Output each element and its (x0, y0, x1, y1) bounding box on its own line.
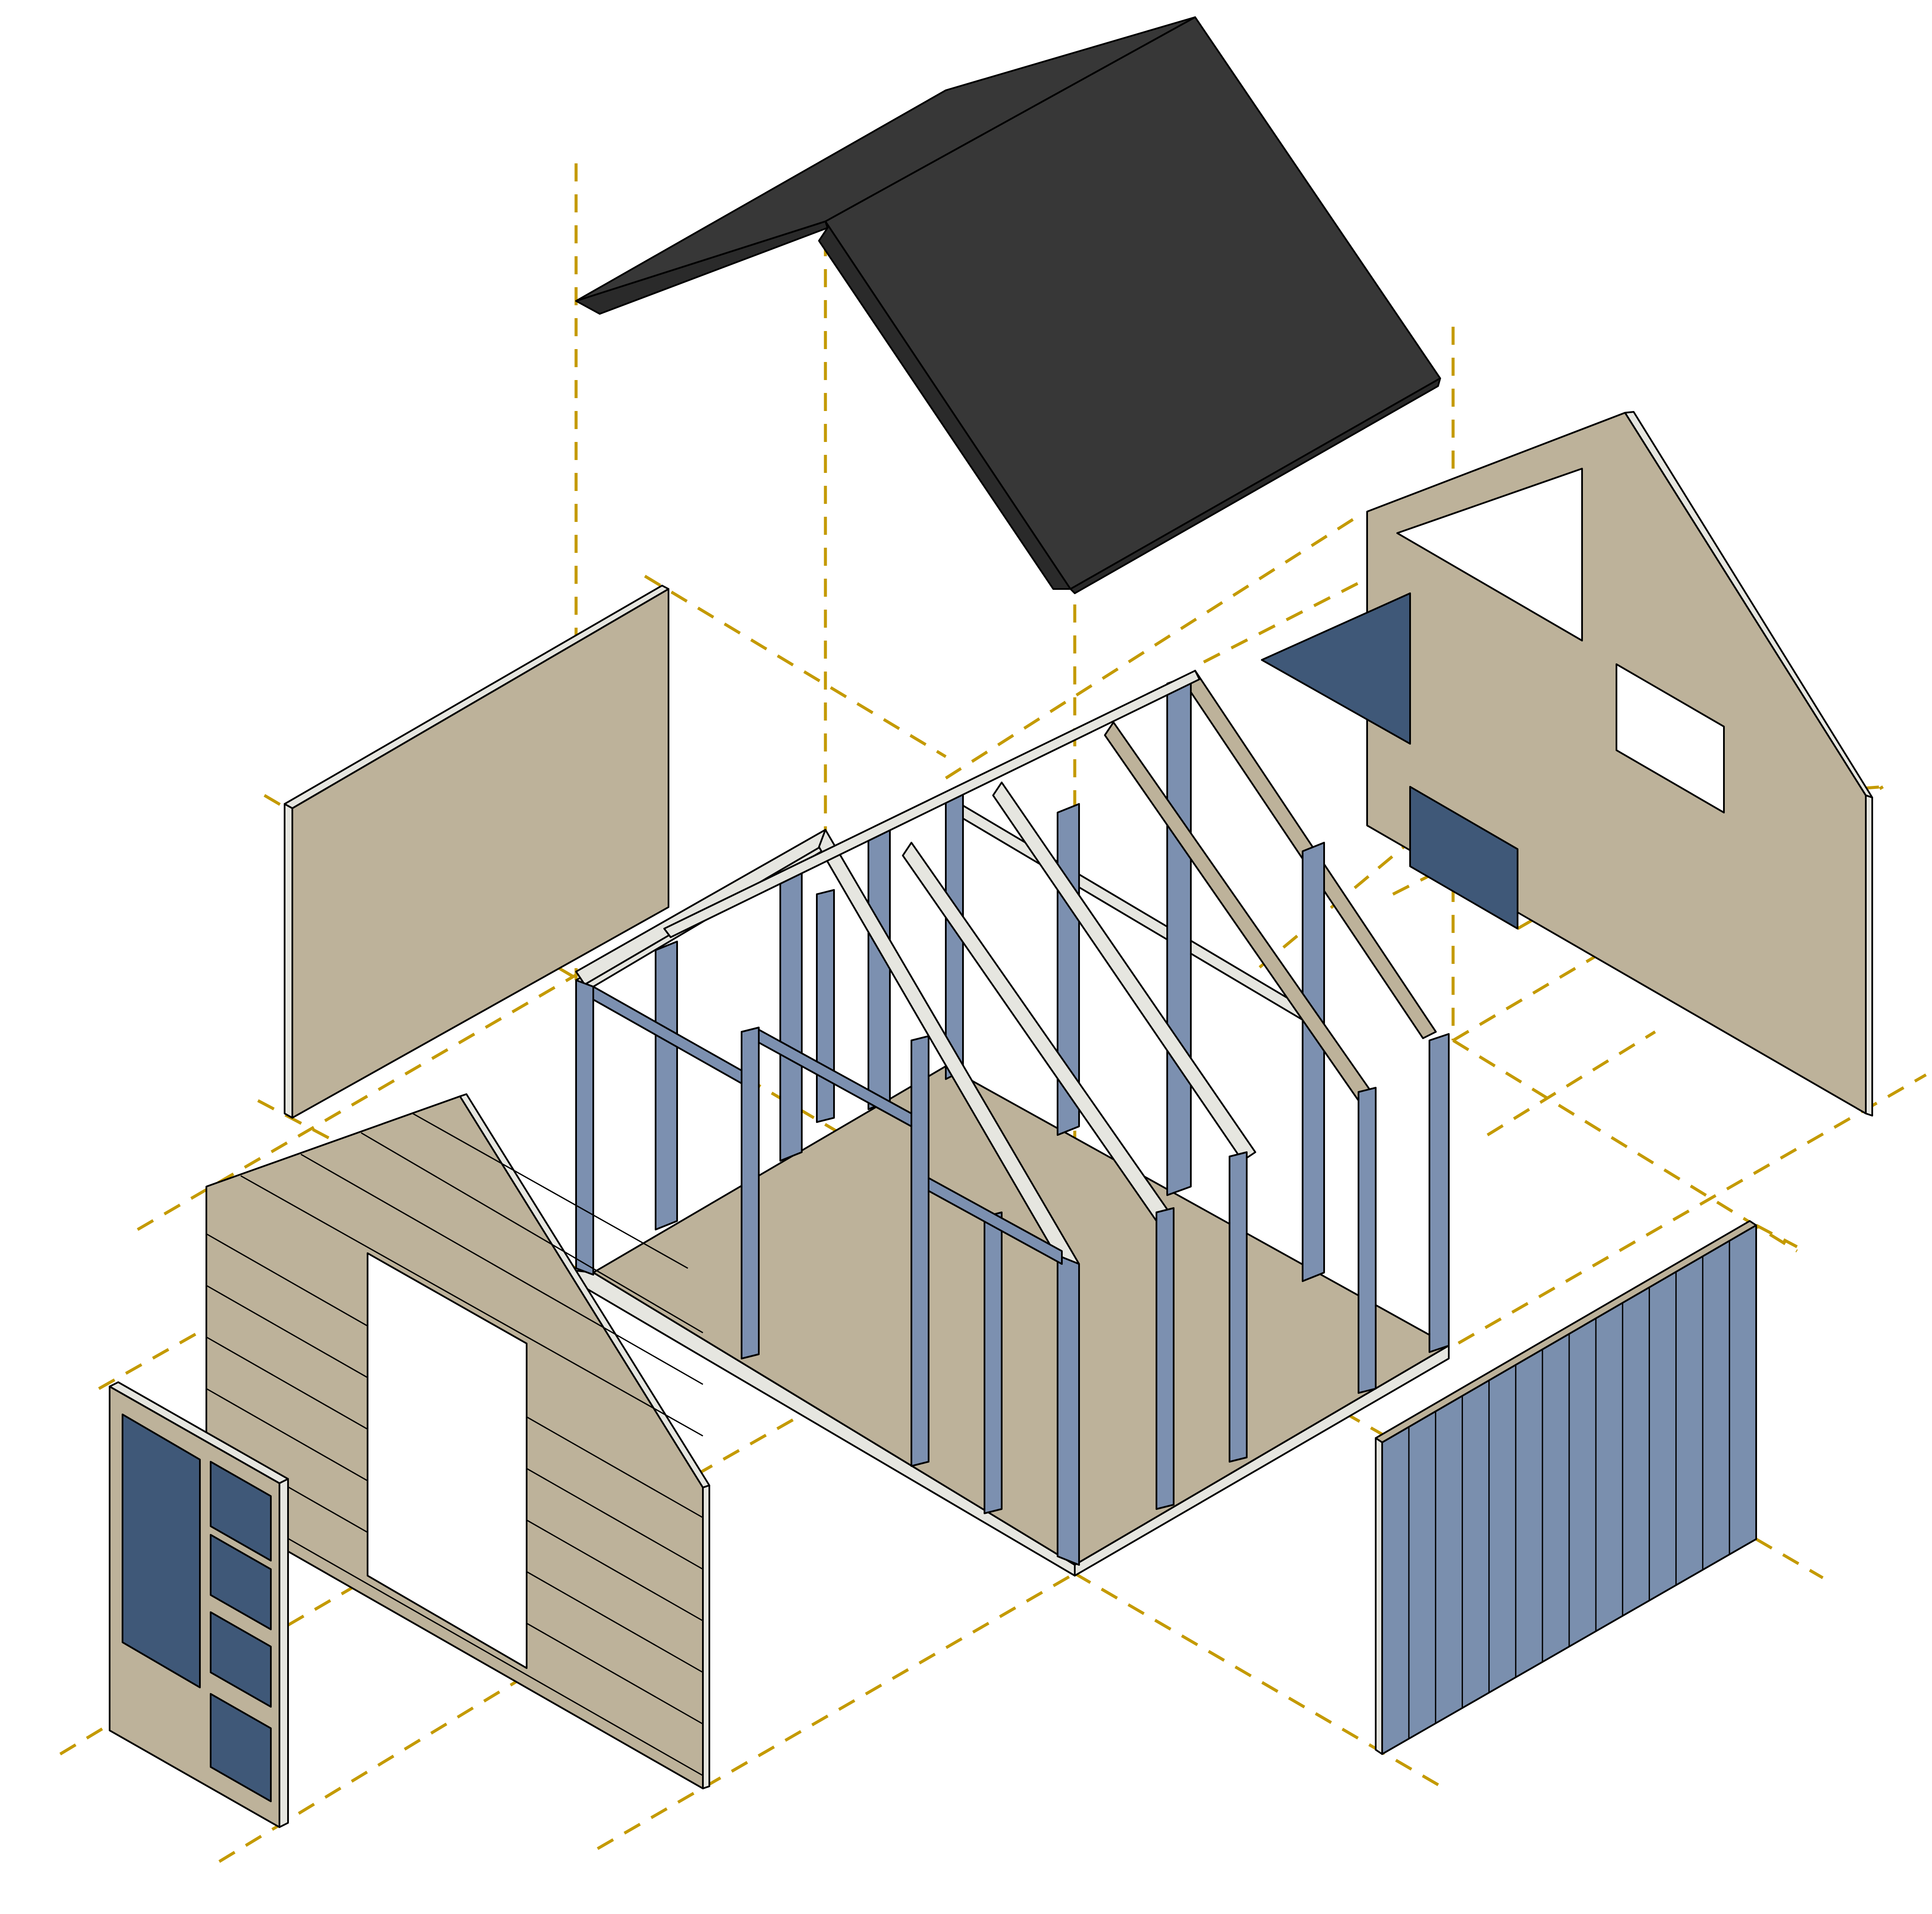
door-right-glass-4 (210, 1693, 272, 1802)
rafter (1104, 721, 1372, 1101)
stud (1358, 1087, 1377, 1394)
guide-line (945, 515, 1359, 779)
front-stud (816, 889, 835, 1123)
front-stud (741, 1027, 760, 1359)
door-right-glass-3 (210, 1611, 272, 1708)
stud (779, 868, 803, 1162)
guide-line (1431, 1073, 1927, 1360)
left-wall-edge (284, 803, 293, 1119)
guide-line (1755, 1224, 1798, 1248)
front-stud-corner (1057, 1255, 1080, 1566)
guide-line (1755, 1537, 1824, 1580)
door-right-glass-1 (210, 1461, 272, 1561)
left-wall-face (291, 588, 669, 1119)
right-wall-side-edge (1375, 1437, 1383, 1755)
front-stud-left (575, 979, 594, 1276)
stud-corner-right (1429, 1033, 1450, 1353)
front-noggin (758, 1029, 912, 1127)
door (109, 1381, 289, 1828)
cladding-board-lines (1408, 1241, 1730, 1739)
rear-triangular-window-opening (1396, 468, 1583, 641)
door-header (928, 1177, 1063, 1265)
front-gable-wall-clad (205, 1093, 710, 1789)
door-right-glass-2 (210, 1534, 272, 1630)
guide-line (644, 574, 947, 758)
guide-line (1452, 1039, 1798, 1252)
guide-line (1487, 1031, 1656, 1136)
rear-rect-window-opening (1616, 663, 1725, 813)
front-wall-side-edge (702, 1485, 710, 1789)
door-left-glass (122, 1414, 201, 1688)
front-stud (984, 1212, 1003, 1514)
stud (1156, 1207, 1175, 1510)
stud (655, 941, 678, 1230)
front-stud (911, 1035, 929, 1467)
stud (1229, 1151, 1248, 1463)
rear-vent-panel (1409, 786, 1518, 929)
left-wall-top-edge (284, 585, 669, 809)
left-side-wall-panel (284, 585, 669, 1119)
rear-gable-wall (1366, 411, 1873, 1116)
stud (1302, 842, 1325, 1282)
roof-front-edge (818, 221, 1071, 590)
roof-right-slope (825, 16, 1441, 590)
roof-panel (575, 16, 1441, 594)
door-side-edge (279, 1478, 289, 1828)
guide-line (137, 918, 672, 1231)
timber-frame (575, 670, 1450, 1566)
rear-wall-side-edge (1865, 794, 1873, 1116)
front-door-opening (367, 1252, 527, 1669)
ridge-beam (663, 670, 1200, 938)
rafter (992, 782, 1256, 1162)
floor-front-right-rim (1074, 1345, 1450, 1577)
roof-right-eave-edge (1070, 377, 1441, 594)
rear-window-glass (1261, 592, 1411, 745)
right-side-wall-clad (1375, 1220, 1757, 1755)
front-noggin (592, 986, 742, 1084)
stud (1166, 674, 1192, 1196)
